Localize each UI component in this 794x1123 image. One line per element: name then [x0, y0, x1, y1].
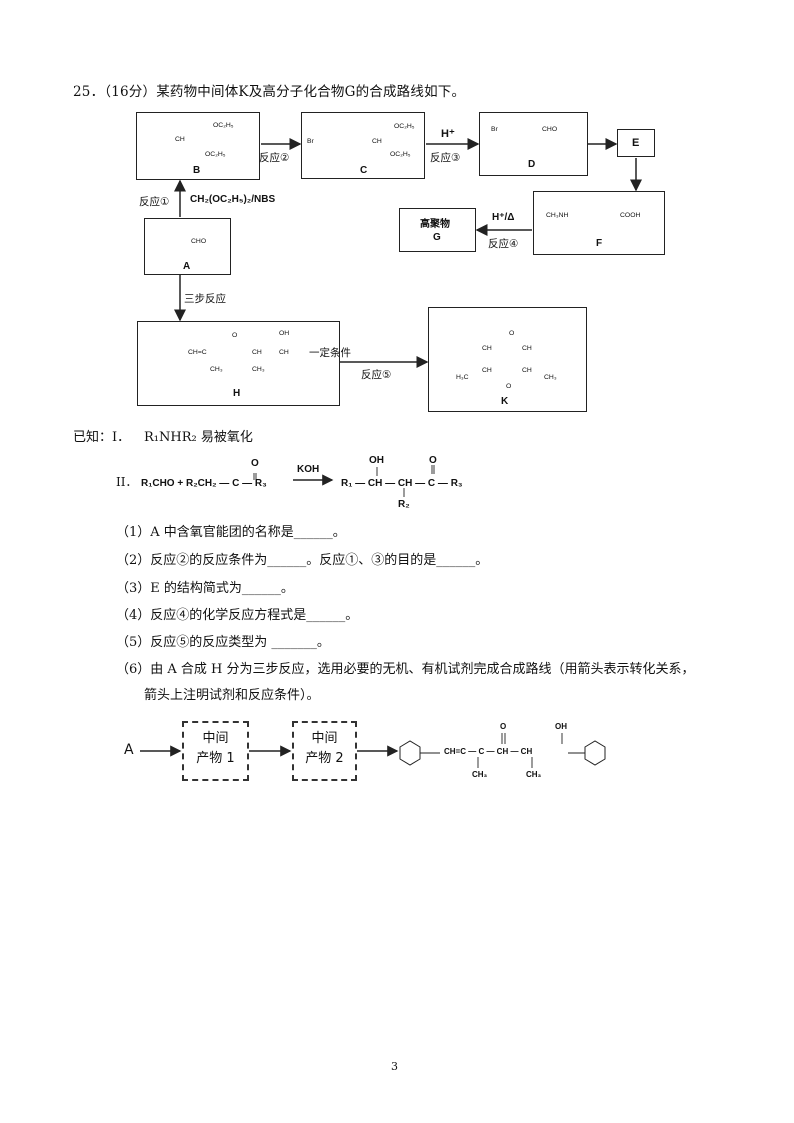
route-oh: OH [555, 722, 567, 731]
question-6-line-1: （6）由 A 合成 H 分为三步反应，选用必要的无机、有机试剂完成合成路线（用箭… [116, 662, 695, 677]
e-label: E [632, 137, 640, 149]
question-4: （4）反应④的化学反应方程式是______。 [116, 608, 359, 623]
page-number: 3 [391, 1060, 398, 1073]
arrow-r4-label: 反应④ [488, 238, 519, 250]
question-title: 25．（16分）某药物中间体K及高分子化合物G的合成路线如下。 [73, 84, 466, 100]
known-ii-reagent: KOH [297, 464, 320, 475]
h-ch: CH [252, 349, 262, 356]
route-me1: CH₃ [472, 770, 488, 779]
question-2: （2）反应②的反应条件为______。反应①、③的目的是______。 [116, 553, 489, 568]
b-label: B [193, 165, 201, 176]
known-ii-r2: R₂ [398, 499, 410, 510]
arrow-r1-label: 反应① [139, 196, 170, 208]
route-start: A [124, 742, 134, 758]
compound-e-box: E [617, 129, 655, 157]
f-label: F [596, 238, 603, 249]
route-chain: CH=C — C — CH — CH [444, 747, 533, 756]
k-ch3: CH [482, 367, 492, 374]
b-ch: CH [175, 136, 185, 143]
known-ii-o: O [251, 458, 259, 469]
f-cooh: COOH [620, 212, 641, 219]
arrow-r5-label: 反应⑤ [361, 369, 392, 381]
question-5: （5）反应⑤的反应类型为 _______。 [116, 635, 330, 650]
g-name: 高聚物 [420, 219, 450, 230]
route-box2-line1: 中间 [311, 731, 338, 746]
a-label: A [183, 261, 191, 272]
compound-d-box: Br CHO D [479, 112, 588, 176]
c-sub-2: OC₂H₅ [390, 151, 411, 158]
known-i: R₁NHR₂ 易被氧化 [144, 430, 253, 445]
h-me1: CH₃ [210, 366, 223, 373]
d-label: D [528, 159, 536, 170]
c-br: Br [307, 138, 314, 145]
compound-b-box: OC₂H₅ CH OC₂H₅ B [136, 112, 260, 180]
h-chain: CH=C [188, 349, 207, 356]
k-o2: O [506, 383, 512, 390]
question-6-line-2: 箭头上注明试剂和反应条件）。 [144, 688, 320, 703]
question-3: （3）E 的结构简式为______。 [116, 581, 294, 596]
route-box1-line1: 中间 [202, 731, 229, 746]
k-ch1: CH [482, 345, 492, 352]
known-ii-o2: O [429, 455, 437, 466]
known-ii-rhs: R₁ — CH — CH — C — R₃ [341, 478, 463, 489]
k-label: K [501, 396, 509, 407]
b-sub-1: OC₂H₅ [213, 122, 234, 129]
a-cho: CHO [191, 238, 207, 245]
k-ch4: CH [522, 367, 532, 374]
k-o: O [509, 330, 515, 337]
arrow-three-step-label: 三步反应 [184, 293, 226, 305]
c-label: C [360, 165, 368, 176]
h-oh: OH [279, 330, 290, 337]
k-me: CH₃ [544, 374, 557, 381]
arrow-r5-top: 一定条件 [309, 347, 351, 359]
g-label: G [433, 232, 441, 243]
compound-f-box: CH₃NH COOH F [533, 191, 665, 255]
arrow-r4-top: H⁺/Δ [492, 212, 515, 223]
compound-k-box: CH O CH H₃C CH CH CH₃ O K [428, 307, 587, 412]
route-intermediate-2: 中间 产物 2 [292, 721, 357, 781]
compound-g-box: 高聚物 G [399, 208, 476, 252]
k-ch2: CH [522, 345, 532, 352]
route-intermediate-1: 中间 产物 1 [182, 721, 249, 781]
d-cho: CHO [542, 126, 558, 133]
route-o: O [500, 722, 507, 731]
route-me2: CH₃ [526, 770, 542, 779]
c-sub-1: OC₂H₅ [394, 123, 415, 130]
k-h3c: H₃C [456, 374, 469, 381]
route-box2-line2: 产物 2 [305, 751, 344, 766]
compound-a-box: CHO A [144, 218, 231, 275]
h-me2: CH₃ [252, 366, 265, 373]
h-o: O [232, 332, 238, 339]
compound-h-box: CH=C O CH OH CH CH₃ CH₃ H [137, 321, 340, 406]
h-choh: CH [279, 349, 289, 356]
h-label: H [233, 388, 241, 399]
arrow-r3-label: 反应③ [430, 152, 461, 164]
question-1: （1）A 中含氧官能团的名称是______。 [116, 525, 346, 540]
b-sub-2: OC₂H₅ [205, 151, 226, 158]
c-ch: CH [372, 138, 382, 145]
known-ii-lhs: R₁CHO + R₂CH₂ — C — R₃ [141, 478, 267, 489]
known-ii-oh: OH [369, 455, 384, 466]
arrow-r2-label: 反应② [259, 152, 290, 164]
f-ch3nh: CH₃NH [546, 212, 569, 219]
compound-c-box: Br OC₂H₅ CH OC₂H₅ C [301, 112, 425, 179]
known-ii-prefix: II． [116, 475, 138, 489]
arrow-r3-top: H⁺ [441, 128, 455, 140]
d-br: Br [491, 126, 498, 133]
arrow-r1-reagent: CH₂(OC₂H₅)₂/NBS [190, 194, 276, 205]
route-box1-line2: 产物 1 [196, 751, 235, 766]
known-label: 已知：I． [73, 430, 131, 445]
